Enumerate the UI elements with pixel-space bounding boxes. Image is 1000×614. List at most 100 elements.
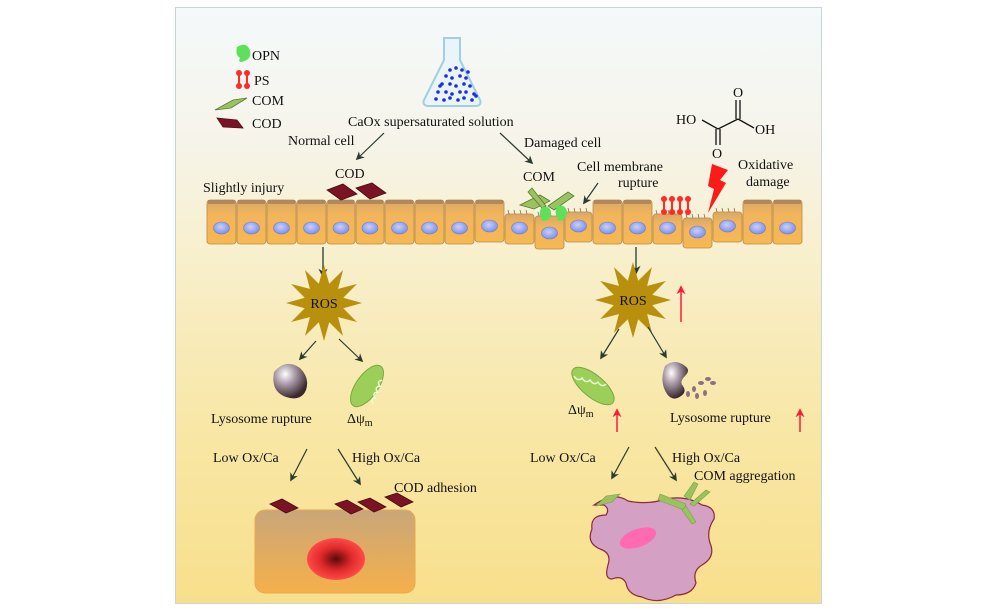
high-ratio-label-left: High Ox/Ca — [352, 451, 421, 466]
ruptured-lysosome-icon-right — [662, 362, 716, 399]
epithelial-cell — [622, 199, 653, 245]
epithelial-cell — [504, 209, 535, 245]
arrow-ros-to-lysosome-right — [647, 326, 667, 359]
epithelial-cell — [296, 199, 327, 245]
epithelial-cell — [384, 199, 415, 245]
epithelial-cell — [592, 199, 623, 245]
cell-nucleus — [689, 225, 706, 239]
cell-nucleus — [361, 221, 379, 235]
epithelial-cell-layer — [206, 199, 803, 250]
com-label: COM — [523, 170, 555, 185]
legend-item-com: COM — [214, 94, 284, 111]
cell-nucleus — [749, 221, 766, 235]
cod-icon — [216, 117, 244, 129]
cell-nucleus — [273, 221, 290, 235]
com-aggregation-label: COM aggregation — [694, 469, 795, 484]
arrow-low-right — [611, 446, 630, 480]
arrow-high-right — [654, 446, 677, 482]
epithelial-cell — [742, 199, 773, 245]
cell-nucleus — [629, 221, 646, 235]
arrow-high-left — [337, 448, 361, 486]
epithelial-cell — [712, 207, 743, 243]
low-ratio-label-left: Low Ox/Ca — [213, 451, 280, 466]
legend-item-opn: OPN — [236, 44, 280, 64]
solution-label: CaOx supersaturated solution — [348, 115, 514, 130]
legend: OPN PS COM COD — [214, 44, 284, 132]
normal-cell-label: Normal cell — [288, 134, 355, 149]
legend-label-cod: COD — [252, 117, 282, 132]
cell-nucleus — [481, 219, 498, 233]
opn-icon — [236, 44, 251, 62]
ros-label-left: ROS — [310, 297, 337, 312]
arrow-solution-to-normal — [355, 132, 385, 161]
com-icon — [214, 97, 248, 111]
epithelial-cell — [652, 209, 683, 245]
arrow-solution-to-damaged — [499, 132, 534, 165]
cell-nucleus — [570, 219, 587, 233]
cell-nucleus — [511, 221, 528, 235]
com-crystals-top — [518, 187, 575, 211]
arrow-ros-to-mito-right — [600, 328, 620, 360]
arrow-ros-to-mito-left — [338, 338, 364, 363]
oxalic-o-bottom: O — [712, 147, 722, 162]
epithelial-cell — [236, 199, 267, 245]
ps-exposed — [661, 196, 691, 215]
legend-label-opn: OPN — [252, 49, 280, 64]
cell-nucleus — [719, 219, 736, 233]
cell-nucleus — [451, 221, 468, 235]
damaged-cell-nucleus — [619, 527, 657, 549]
oxalic-acid-structure: HO OH O O — [676, 86, 775, 162]
oxalic-ho: HO — [676, 113, 696, 128]
epithelial-cell — [564, 207, 593, 243]
oxidative-label-line2: damage — [746, 175, 790, 190]
cod-crystals-top — [326, 182, 387, 201]
cod-adhesion-label: COD adhesion — [394, 481, 477, 496]
opn-bound — [539, 205, 567, 221]
mitochondria-icon-right — [571, 366, 615, 406]
oxalic-oh: OH — [755, 123, 775, 138]
damaged-cell-label: Damaged cell — [524, 136, 601, 151]
ros-burst-right: ROS — [595, 262, 671, 338]
epithelial-cell — [326, 199, 356, 245]
damaged-cell-with-com-aggregation — [589, 481, 715, 602]
lightning-icon — [708, 164, 728, 213]
cod-label: COD — [335, 167, 365, 182]
legend-label-com: COM — [252, 94, 284, 109]
legend-item-cod: COD — [216, 117, 282, 132]
arrow-membrane-rupture — [583, 182, 599, 205]
cell-nucleus — [599, 221, 616, 235]
epithelial-cell — [414, 199, 445, 245]
cell-nucleus — [332, 221, 350, 235]
cell-nucleus — [779, 221, 796, 235]
lysosome-label-left: Lysosome rupture — [211, 412, 312, 427]
cell-nucleus — [243, 221, 260, 235]
ros-burst-left: ROS — [286, 265, 362, 341]
arrow-low-left — [290, 448, 308, 482]
cell-nucleus — [213, 221, 230, 235]
slightly-injury-label: Slightly injury — [203, 181, 284, 196]
lysosome-icon-left — [273, 363, 308, 399]
legend-item-ps: PS — [236, 70, 270, 89]
epithelial-cell — [772, 199, 803, 245]
high-ratio-label-right: High Ox/Ca — [672, 451, 741, 466]
cell-nucleus — [421, 221, 438, 235]
ps-icon — [236, 70, 250, 89]
arrow-ros-to-lysosome-left — [298, 340, 317, 361]
flask-icon — [422, 37, 482, 107]
epithelial-cell — [355, 199, 385, 245]
epithelial-cell — [444, 199, 475, 245]
psi-label-right: Δψm — [568, 403, 594, 420]
cell-nucleus — [659, 221, 676, 235]
epithelial-cell — [682, 213, 713, 249]
legend-label-ps: PS — [254, 74, 270, 89]
oxalic-o-top: O — [733, 86, 743, 101]
cell-nucleus — [307, 538, 365, 580]
ros-label-right: ROS — [619, 294, 646, 309]
lysosome-label-right: Lysosome rupture — [670, 411, 771, 426]
oxidative-label-line1: Oxidative — [738, 158, 793, 173]
cell-nucleus — [391, 221, 408, 235]
cell-with-cod-adhesion — [254, 492, 416, 594]
low-ratio-label-right: Low Ox/Ca — [530, 451, 597, 466]
membrane-label-line1: Cell membrane — [577, 160, 663, 175]
